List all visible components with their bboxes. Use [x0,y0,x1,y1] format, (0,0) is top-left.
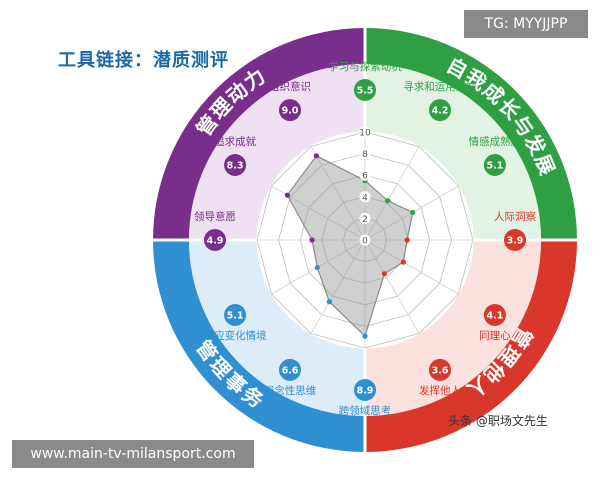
axis-tick-bg-0 [359,234,371,246]
axis-tick-label-1: 2 [362,215,368,225]
page-title: 工具链接：潜质测评 [58,50,229,71]
axis-tick-bg-2 [359,191,371,203]
value-badge-3 [504,229,526,251]
quadrant-ring-1 [365,28,577,240]
value-badge-text-4: 4.1 [486,311,503,322]
value-badge-9 [204,229,226,251]
dimension-label-6: 跨领域思考 [339,404,392,417]
dimension-label-11: 组织意识 [269,80,311,93]
value-badge-text-0: 5.5 [357,86,374,97]
dimension-label-10: 追求成就 [214,135,256,148]
radar-data-point-3 [404,237,410,243]
axis-tick-bg-4 [359,148,371,160]
radar-spoke-5 [364,239,420,334]
website-tag[interactable]: www.main-tv-milansport.com [12,440,254,468]
value-badge-text-8: 5.1 [227,311,244,322]
value-badge-text-3: 3.9 [507,236,524,247]
value-badge-5 [429,358,451,381]
value-badge-1 [429,99,451,122]
radar-data-point-10 [284,192,290,198]
value-badge-8 [224,304,247,326]
value-badge-11 [279,99,301,122]
quadrant-fill-1 [365,64,541,240]
value-badge-4 [483,304,506,326]
value-badge-10 [224,154,247,176]
quadrant-ring-2 [365,240,577,452]
dimension-label-0: 学习与探索动机 [328,60,402,73]
quadrant-fill-3 [189,240,365,416]
radar-spoke-11 [310,146,366,241]
radar-spoke-7 [310,239,366,334]
radar-data-point-2 [410,209,416,216]
radar-spoke-1 [364,146,420,241]
value-badge-text-9: 4.9 [207,236,224,247]
value-badge-text-1: 4.2 [432,106,449,117]
axis-tick-label-5: 10 [359,129,371,139]
axis-tick-bg-1 [359,212,371,224]
axis-tick-label-2: 4 [362,193,368,203]
value-badge-text-7: 6.6 [282,365,299,376]
dimension-label-7: 概念性思维 [264,384,317,397]
dimension-label-2: 情感成熟度 [469,135,522,148]
dimension-label-4: 同理心 [479,330,511,342]
radar-data-point-7 [326,299,332,305]
axis-tick-bg-3 [359,169,371,181]
author-credit: 头条 @职场文先生 [448,414,548,428]
axis-tick-label-3: 6 [362,172,368,182]
dimension-label-3: 人际洞察 [494,210,536,223]
radar-data-point-11 [313,153,319,159]
value-badge-text-6: 8.9 [357,386,374,397]
value-badge-2 [483,154,506,176]
dimension-label-9: 领导意愿 [194,210,236,223]
dimension-label-1: 寻求和运用反馈 [403,80,477,93]
radar-data-point-1 [385,198,391,204]
axis-tick-label-0: 0 [362,237,368,247]
quadrant-ring-3 [153,240,365,452]
radar-data-point-5 [381,271,388,277]
radar-data-point-9 [309,237,315,243]
value-badge-0 [354,79,376,101]
radar-data-point-6 [362,333,368,339]
radar-data-point-8 [314,264,320,271]
value-badge-text-5: 3.6 [432,365,449,376]
telegram-tag: TG: MYYJJPP [464,10,588,38]
quadrant-fill-2 [365,240,541,416]
radar-data-point-4 [400,259,406,265]
value-badge-7 [279,358,301,381]
value-badge-text-10: 8.3 [227,161,244,172]
radar-spoke-4 [364,239,459,295]
dimension-label-8: 适应变化情境 [204,329,267,342]
value-badge-text-2: 5.1 [486,161,503,172]
quadrant-fill-0 [189,64,365,240]
value-badge-6 [354,379,376,401]
dimension-label-5: 发挥他人 [419,384,461,397]
axis-tick-label-4: 8 [362,150,368,160]
axis-tick-bg-5 [359,126,371,138]
quadrant-ring-0 [153,28,365,240]
value-badge-text-11: 9.0 [282,106,299,117]
